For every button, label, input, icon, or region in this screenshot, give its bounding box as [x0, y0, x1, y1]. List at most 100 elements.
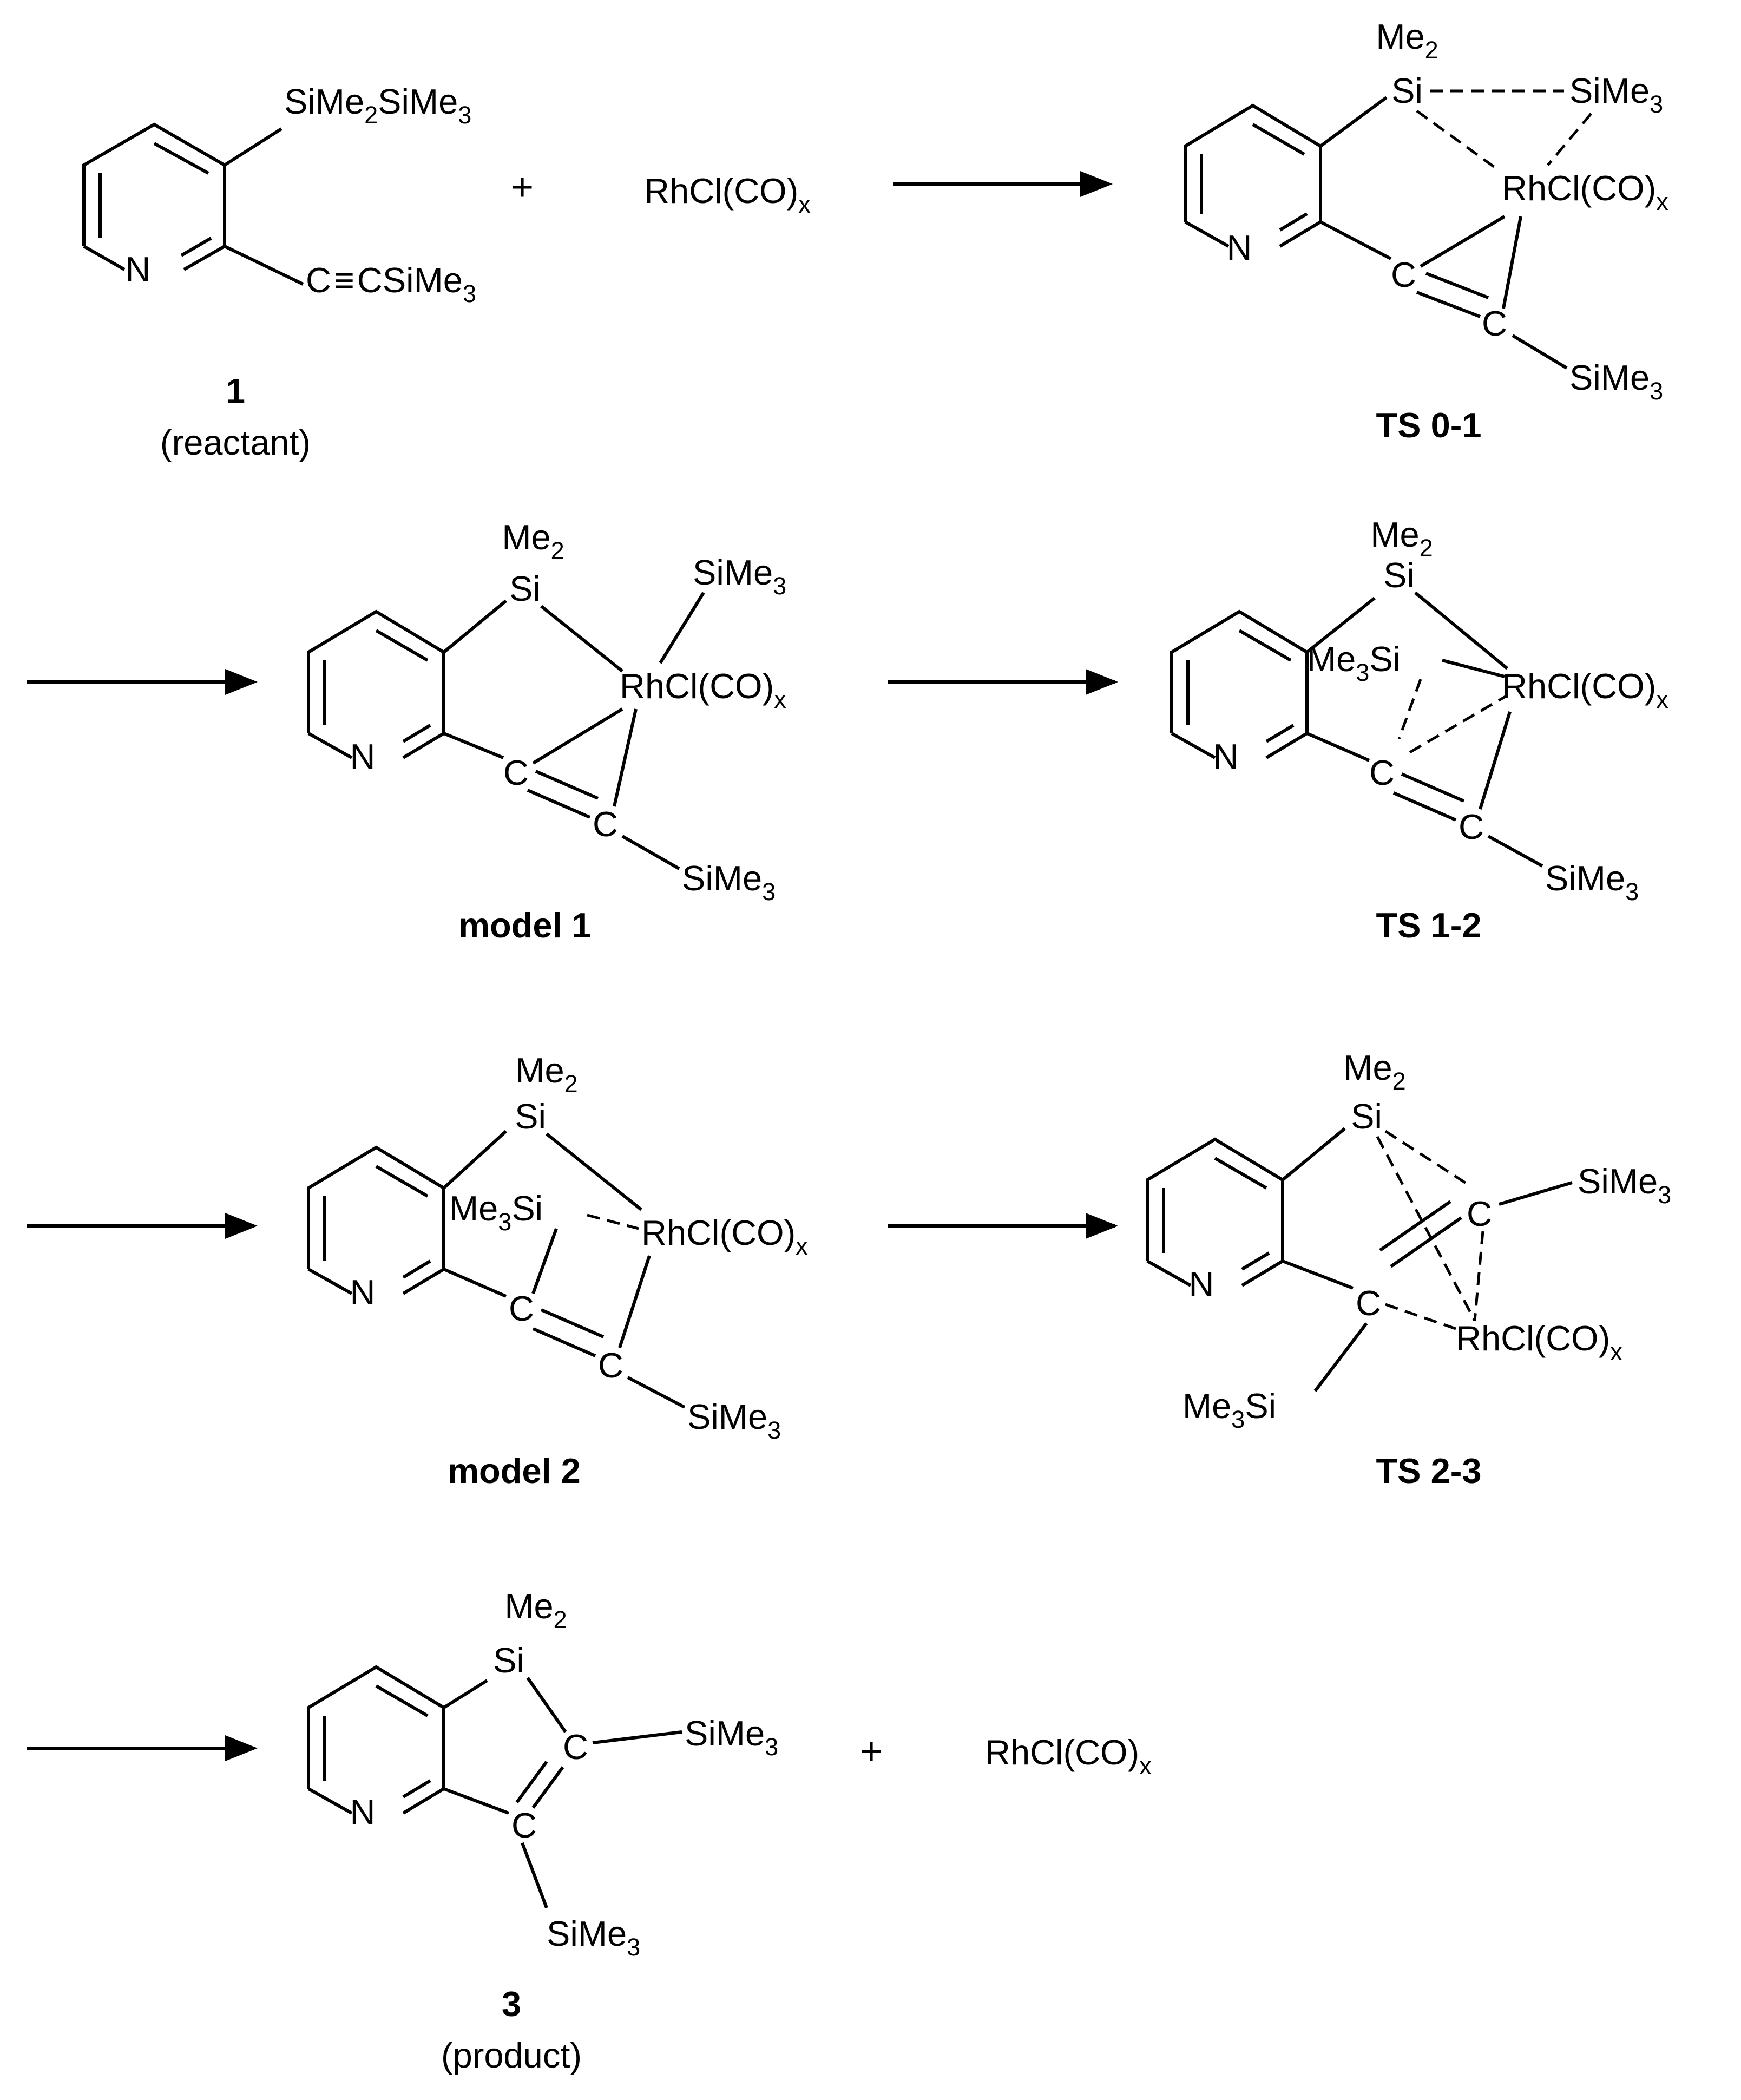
silyl-label: SiMe2SiMe3	[284, 82, 471, 129]
c-sime3-bond	[1512, 334, 1568, 370]
pyridine-ring	[1184, 103, 1322, 248]
rh-label: RhCl(CO)x	[1456, 1318, 1622, 1366]
si-atom: Si	[515, 1097, 546, 1136]
si-atom: Si	[493, 1640, 524, 1680]
c-atom-b: C	[598, 1346, 623, 1385]
n-atom: N	[350, 737, 376, 776]
si-atom: Si	[1351, 1097, 1382, 1136]
c-rh-bond	[1420, 215, 1506, 268]
c-c-bond	[527, 789, 591, 819]
compound-1-number: 1	[226, 371, 245, 411]
si-rh-bond	[546, 1132, 642, 1211]
c-rh-bond-b	[1502, 216, 1522, 309]
c-sime3-bond	[592, 1730, 682, 1744]
si-c-bond	[526, 1677, 567, 1733]
model-1-caption: model 1	[458, 905, 592, 945]
plus-sign: +	[860, 1730, 883, 1773]
simes3-label: SiMe3	[1569, 358, 1663, 405]
bond-to-si	[1282, 1127, 1346, 1182]
me3si-label: Me3Si	[449, 1189, 543, 1236]
si-rh-dashed-bond	[1376, 1136, 1476, 1322]
c-sime3-bond	[621, 835, 680, 870]
c-atom-a: C	[563, 1727, 588, 1767]
model-2-caption: model 2	[448, 1451, 581, 1491]
simes3-label: SiMe3	[687, 1397, 781, 1444]
rh-label: RhCl(CO)x	[1502, 666, 1668, 713]
si-c-dashed-bond	[1384, 1130, 1470, 1187]
simes3-label: SiMe3	[1545, 858, 1639, 905]
c-atom-a: C	[509, 1289, 534, 1328]
compound-3-note: (product)	[441, 2036, 582, 2075]
c-atom-a: C	[1369, 753, 1395, 792]
sime3-rh-bond	[659, 592, 705, 664]
c-rh-bond	[532, 707, 623, 765]
si-rh-dashed-bond	[1416, 109, 1500, 172]
si-rh-bond-second	[1442, 659, 1505, 678]
c-atom-b: C	[1459, 807, 1484, 846]
c-atom-b: C	[511, 1806, 537, 1845]
ring-to-c-bond	[1306, 732, 1370, 762]
ring-to-c-bond	[443, 1268, 507, 1298]
n-atom: N	[1189, 1264, 1214, 1304]
c-c-double-bond	[531, 1766, 564, 1809]
simes3-label: SiMe3	[693, 553, 786, 600]
ts-2-3-caption: TS 2-3	[1376, 1451, 1481, 1491]
simes3-label: SiMe3	[682, 858, 776, 905]
ring-to-c-bond	[1319, 220, 1392, 260]
rhodium-reagent: RhCl(CO)x	[644, 171, 811, 218]
plus-sign: +	[511, 166, 534, 209]
c-atom-b: C	[593, 804, 618, 844]
compound-1-note: (reactant)	[160, 423, 311, 462]
compound-3-number: 3	[502, 1984, 521, 2024]
ts-1-2-caption: TS 1-2	[1376, 905, 1481, 945]
me2-label: Me2	[1376, 17, 1438, 64]
si-c-bond	[531, 1228, 558, 1295]
simes3-label: SiMe3	[547, 1914, 640, 1961]
c-sime3-bond-b	[521, 1842, 548, 1909]
bond-to-si	[443, 1679, 488, 1709]
alkyne-label: C≡CSiMe3	[306, 260, 476, 307]
c-c-bond	[1390, 1216, 1462, 1268]
n-atom: N	[1213, 737, 1239, 776]
c-c-bond-second	[540, 1308, 605, 1338]
bond-to-alkyne	[224, 245, 304, 286]
si-rh-dashed-bond	[587, 1213, 639, 1230]
c-sime3-bond-a	[1313, 1322, 1368, 1392]
c-rh-bond-b	[1479, 711, 1512, 810]
c-atom-b: C	[1467, 1194, 1492, 1233]
model-2: N Me2 Si Me3Si RhCl(CO)x C C SiMe3 model…	[307, 1051, 808, 1491]
rh-label: RhCl(CO)x	[620, 666, 786, 713]
pyridine-ring	[1170, 609, 1309, 759]
pyridine-ring	[307, 1145, 445, 1295]
sime3-rh-dashed-bond	[1547, 113, 1592, 166]
c-sime3-bond	[627, 1376, 686, 1409]
me2-label: Me2	[515, 1051, 577, 1098]
c-atom-a: C	[1391, 255, 1416, 294]
ts-2-3: N Me2 Si C SiMe3 C RhCl(CO)x Me3Si TS 2-…	[1146, 1048, 1671, 1491]
ts-0-1-caption: TS 0-1	[1376, 405, 1481, 445]
c-atom-a: C	[503, 753, 529, 792]
c-sime3-bond	[1499, 1181, 1573, 1206]
pyridine-ring	[1146, 1137, 1284, 1287]
model-1: N Me2 Si SiMe3 RhCl(CO)x C C SiMe3 model…	[307, 517, 786, 945]
c-rh-dashed-bond	[1473, 1231, 1484, 1321]
ring-to-c-bond	[1282, 1259, 1354, 1290]
pyridine-ring	[307, 609, 445, 759]
c-c-bond-second	[1425, 272, 1489, 299]
pyridine-ring	[307, 1665, 445, 1815]
me2-label: Me2	[1343, 1048, 1405, 1095]
c-c-bond-second	[1379, 1200, 1451, 1252]
n-atom: N	[350, 1272, 376, 1312]
n-atom: N	[126, 250, 151, 289]
c-atom-b: C	[1482, 304, 1507, 343]
si-c-dashed-bond	[1397, 679, 1422, 739]
compound-1: N SiMe2SiMe3 C≡CSiMe3 1 (reactant)	[82, 82, 476, 462]
si-atom: Si	[509, 569, 541, 608]
n-atom: N	[1227, 228, 1252, 267]
simes3-label: SiMe3	[1578, 1161, 1671, 1209]
rh-label: RhCl(CO)x	[1502, 168, 1668, 215]
c-rh-bond-b	[613, 708, 638, 807]
me2-label: Me2	[502, 517, 564, 565]
bond-to-si	[1306, 596, 1376, 654]
